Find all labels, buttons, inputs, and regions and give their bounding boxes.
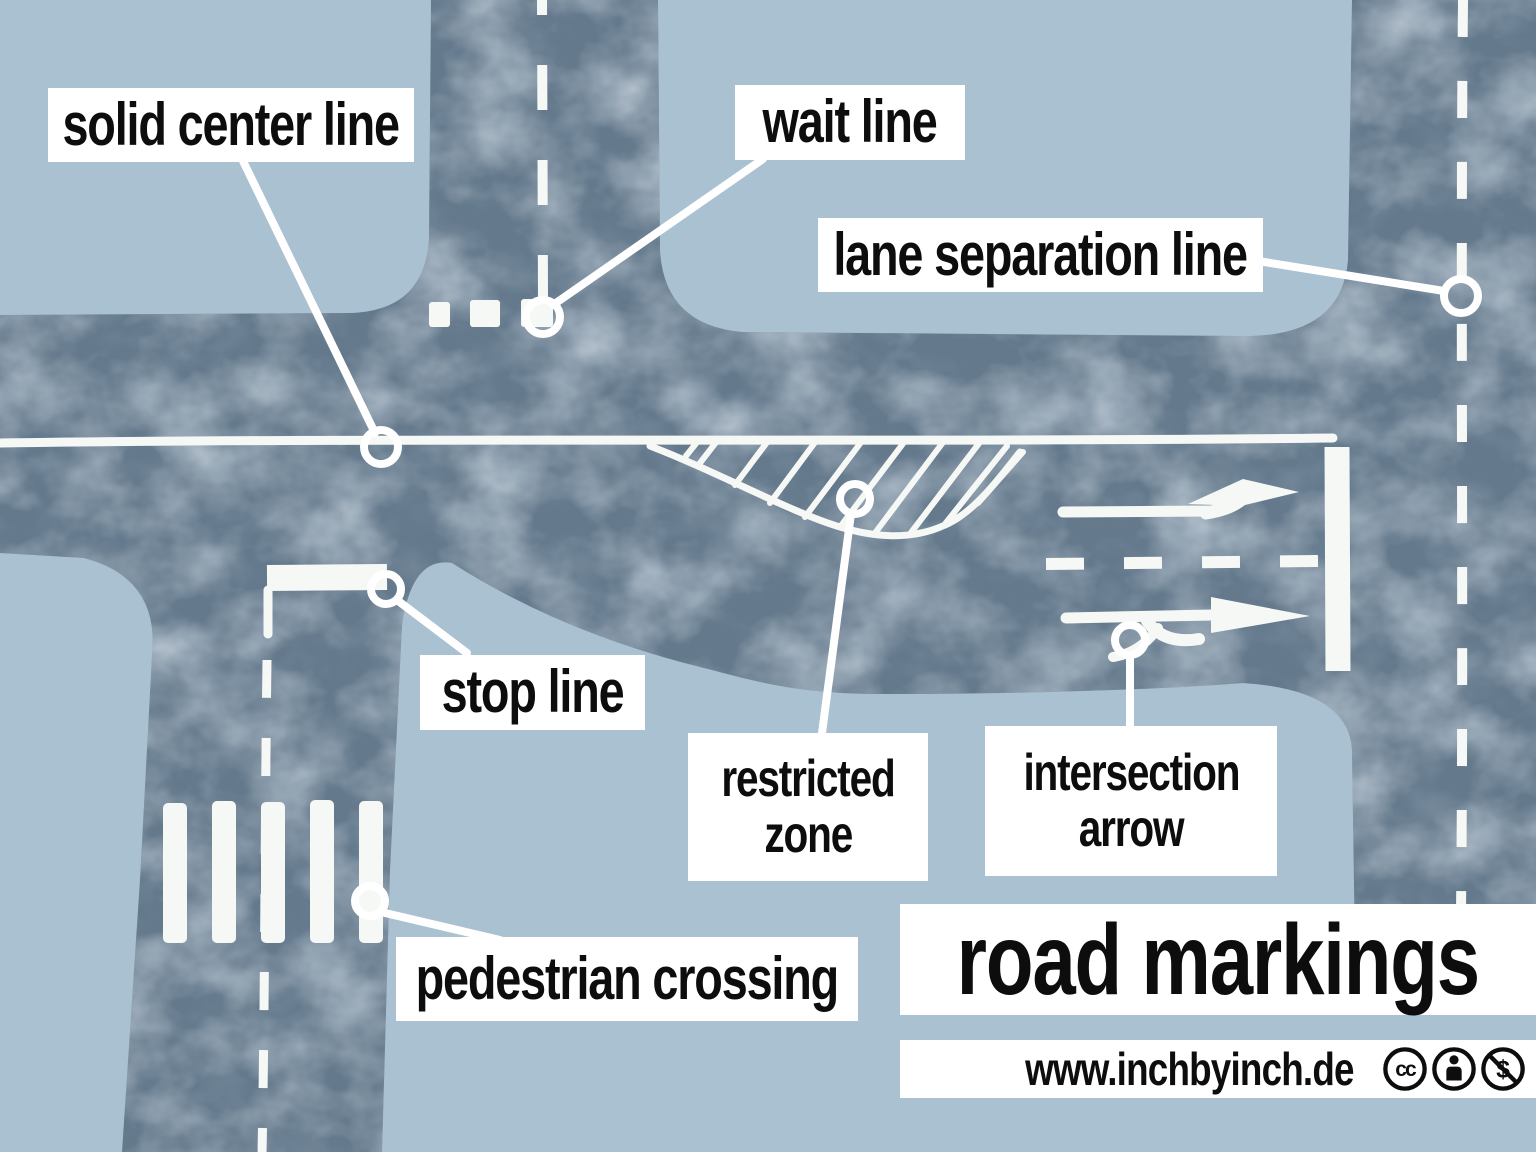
pedestrian-crossing-marking [163, 800, 383, 943]
label-text-line2: arrow [1078, 800, 1185, 858]
leader-lane-separation-line [1254, 257, 1482, 317]
annotation-leaders [239, 155, 1482, 944]
label-text: lane separation line [833, 220, 1249, 288]
leader-wait-line [522, 155, 767, 338]
creative-commons-icon: cc [1383, 1047, 1427, 1091]
attribution-person-icon [1432, 1047, 1476, 1091]
stop-line-marking [263, 564, 388, 639]
label-pedestrian-crossing: pedestrian crossing [396, 937, 858, 1021]
non-commercial-dollar-icon: $ [1481, 1047, 1525, 1091]
label-text-line1: intersection [1023, 743, 1240, 802]
leader-stop-line [367, 570, 471, 657]
label-restricted-zone: restricted zone [688, 733, 928, 881]
leader-pedestrian-crossing [351, 882, 504, 944]
license-icons: cc $ [1382, 1046, 1526, 1092]
label-text-line1: restricted [721, 749, 895, 808]
intersection-arrow-lower [1060, 597, 1310, 662]
website-url: www.inchbyinch.de [1025, 1043, 1354, 1095]
corner-stop-bar-marking [1324, 446, 1351, 672]
leader-intersection-arrow [1111, 621, 1149, 731]
solid-center-line-marking [0, 433, 1338, 448]
label-text: wait line [762, 88, 938, 156]
poster-footer-bar: www.inchbyinch.de cc $ [900, 1040, 1536, 1098]
label-text: solid center line [62, 90, 401, 158]
label-text: stop line [441, 658, 625, 726]
label-stop-line: stop line [420, 655, 645, 730]
label-lane-separation-line: lane separation line [818, 218, 1263, 292]
cc-glyph: cc [1395, 1058, 1417, 1081]
intersection-arrow-upper [1057, 479, 1299, 520]
label-text: pedestrian crossing [415, 944, 840, 1012]
label-solid-center-line: solid center line [48, 88, 414, 162]
poster-title: road markings [956, 903, 1480, 1016]
label-text-line2: zone [764, 806, 853, 864]
leader-restricted-zone [818, 480, 874, 737]
poster-title-bar: road markings [900, 904, 1536, 1015]
label-wait-line: wait line [735, 85, 965, 160]
leader-solid-center-line [239, 157, 402, 468]
label-intersection-arrow: intersection arrow [985, 726, 1277, 876]
